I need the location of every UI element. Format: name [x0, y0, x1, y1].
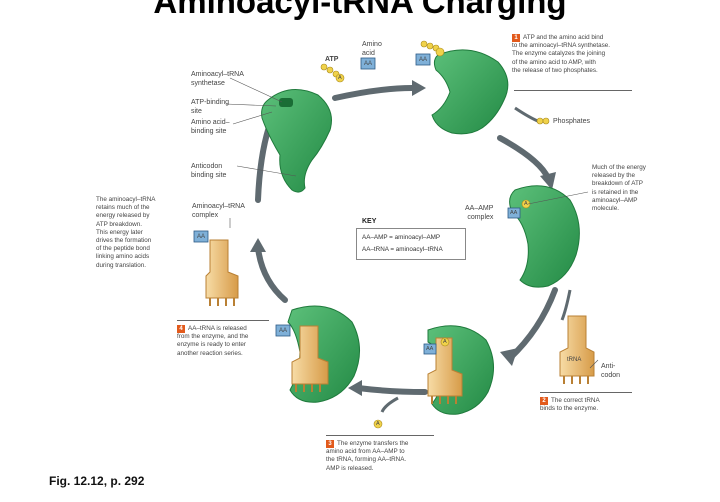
step2-rule	[540, 392, 632, 393]
phosphate-release-arrow	[514, 106, 541, 124]
phosphates-label: Phosphates	[553, 118, 590, 125]
aa-tag-start: AA	[364, 61, 373, 67]
arrow-step1	[332, 85, 415, 101]
synthetase-label: Aminoacyl–tRNA synthetase	[191, 71, 244, 87]
step4-number: 4	[177, 325, 185, 333]
trna-molecules	[205, 239, 595, 397]
key-box: KEY AA–AMP = aminoacyl–AMP AA–tRNA = ami…	[356, 218, 466, 260]
aa-tag-step3: AA	[426, 346, 434, 352]
aa-tag-step2: AA	[510, 210, 518, 216]
step3-text: The enzyme transfers the amino acid from…	[326, 440, 409, 472]
a-tag-released: A	[376, 421, 380, 427]
figure-caption: Fig. 12.12, p. 292	[49, 474, 145, 488]
aa-tag-step1: AA	[419, 57, 428, 63]
step2-text: The correct tRNA binds to the enzyme.	[540, 397, 600, 413]
step1-text: ATP and the amino acid bind to the amino…	[512, 34, 611, 74]
step4-rule	[177, 320, 269, 321]
key-frame	[356, 228, 466, 260]
aa-boxes	[193, 53, 521, 355]
step3-number: 3	[326, 440, 334, 448]
anticodon-site-label: Anticodon binding site	[191, 163, 227, 179]
amino-acid-label: Amino acid	[362, 41, 382, 57]
amp-release-arrow	[380, 396, 399, 413]
step4-text: AA–tRNA is released from the enzyme, and…	[177, 325, 249, 357]
a-tag-amp: A	[524, 201, 528, 207]
step1-rule	[514, 90, 632, 91]
trna-incoming	[559, 315, 595, 377]
aa-tag-released: AA	[197, 234, 206, 240]
leader-lines	[225, 77, 599, 369]
trna-entry-arrow	[560, 289, 572, 321]
key-row-aa-trna: AA–tRNA = aminoacyl–tRNA	[362, 246, 443, 253]
atp-label: ATP	[325, 56, 339, 63]
key-title: KEY	[362, 218, 377, 225]
arrow-step3	[507, 287, 558, 361]
arrow-step4	[355, 385, 428, 395]
aa-tag-step4: AA	[279, 328, 288, 334]
atp-site-label: ATP-binding site	[191, 99, 230, 115]
anticodon-label: Anti- codon	[601, 363, 621, 379]
a-tag-step3: A	[443, 339, 447, 345]
arrow-step2	[497, 135, 551, 181]
enzyme-start	[261, 89, 332, 193]
step2-number: 2	[540, 397, 548, 405]
complex-label: Aminoacyl–tRNA complex	[192, 203, 245, 219]
retains-note: The aminoacyl–tRNA retains much of the e…	[96, 196, 156, 269]
atp-molecules	[320, 40, 550, 429]
energy-note: Much of the energy released by the break…	[592, 164, 646, 213]
arrow-heads	[250, 80, 556, 396]
step1-number: 1	[512, 34, 520, 42]
aa-site-label: Amino acid– binding site	[191, 119, 230, 135]
trna-step4	[291, 325, 329, 385]
aa-amp-complex-label: AA–AMP complex	[465, 205, 494, 221]
step3-rule	[326, 435, 434, 436]
trna-released	[205, 239, 239, 299]
key-row-aa-amp: AA–AMP = aminoacyl–AMP	[362, 234, 441, 241]
enzyme-step1	[431, 49, 509, 135]
trna-label: tRNA	[567, 357, 582, 363]
binding-pockets	[279, 98, 293, 107]
page-title: Aminoacyl-tRNA Charging	[153, 0, 567, 20]
anticodon-legs	[209, 298, 589, 404]
a-tag-atp: A	[338, 75, 342, 81]
trna-step3	[427, 337, 463, 397]
arrow-step5	[255, 245, 288, 303]
